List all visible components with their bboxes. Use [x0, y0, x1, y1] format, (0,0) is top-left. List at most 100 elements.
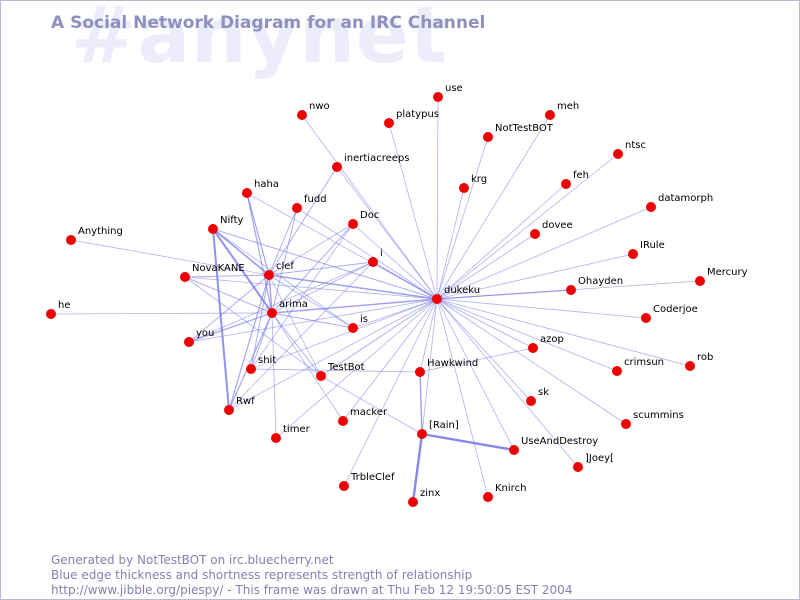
node-novakane: NovaKANE: [180, 263, 245, 282]
edge-dukeku-knirch: [436, 298, 489, 498]
node-label: NovaKANE: [192, 263, 245, 274]
node-dot: [526, 396, 536, 406]
node-label: meh: [557, 101, 579, 112]
node-doc: Doc: [348, 210, 379, 229]
node-dot: [612, 366, 622, 376]
edge-dukeku-nwo: [301, 114, 438, 300]
node-mercury: Mercury: [695, 267, 748, 286]
edge-clef-arima: [268, 274, 273, 314]
node-dot: [297, 110, 307, 120]
node-meh: meh: [545, 101, 579, 120]
node-sk: sk: [526, 387, 549, 406]
node-zinx: zinx: [408, 488, 440, 507]
node-label: Hawkwind: [427, 358, 478, 369]
node-dot: [483, 492, 493, 502]
node-joey: ]Joey[: [573, 453, 614, 472]
edge-dukeku-shit: [250, 298, 438, 370]
node-layer: dukekuclefarimaNiftyRwf[Rain]zinxUseAndD…: [46, 83, 748, 507]
node-nwo: nwo: [297, 101, 330, 120]
edge-arima-novakane: [184, 276, 273, 314]
edge-clef-novakane: [184, 274, 270, 278]
node-dot: [432, 294, 442, 304]
node-shit: shit: [246, 355, 276, 374]
node-coderjoe: Coderjoe: [641, 304, 698, 323]
node-fudd: fudd: [292, 194, 327, 213]
edge-dukeku-arima: [271, 298, 438, 314]
node-label: Rwf: [236, 396, 255, 407]
node-label: krg: [471, 174, 487, 185]
edge-dukeku-timer: [275, 298, 438, 439]
node-label: TestBot: [327, 362, 365, 373]
node-use: use: [433, 83, 463, 102]
node-dot: [292, 203, 302, 213]
node-label: Nifty: [220, 215, 244, 226]
node-dot: [224, 405, 234, 415]
edge-dukeku-doc: [352, 223, 438, 300]
edge-arima-he: [50, 312, 273, 315]
node-ntsc: ntsc: [613, 140, 646, 159]
edge-dukeku-datamorph: [436, 206, 652, 300]
node-label: scummins: [633, 410, 684, 421]
node-dot: [46, 309, 56, 319]
node-scummins: scummins: [621, 410, 684, 429]
node-label: clef: [276, 261, 294, 272]
edge-dukeku-is: [352, 298, 438, 329]
node-dot: [408, 497, 418, 507]
edge-dukeku-clef: [268, 274, 438, 300]
node-label: timer: [283, 424, 311, 435]
node-label: i: [380, 248, 383, 259]
node-label: azop: [540, 334, 564, 345]
node-dot: [646, 202, 656, 212]
node-rob: rob: [685, 352, 713, 371]
node-label: Doc: [360, 210, 379, 221]
node-macker: macker: [338, 407, 388, 426]
node-anything: Anything: [66, 226, 123, 245]
node-is: is: [348, 314, 368, 333]
node-label: Knirch: [495, 483, 526, 494]
node-platypus: platypus: [384, 109, 439, 128]
node-dot: [530, 229, 540, 239]
edge-dukeku-scummins: [436, 298, 627, 425]
node-label: dukeku: [444, 285, 480, 296]
node-label: ]Joey[: [585, 453, 614, 464]
node-label: shit: [258, 355, 276, 366]
edge-arima-nifty: [212, 228, 273, 314]
edge-rain-zinx: [411, 433, 424, 503]
edge-clef-haha: [246, 192, 270, 276]
node-label: rob: [697, 352, 713, 363]
edge-arima-you: [188, 312, 273, 343]
edge-dukeku-crimsun: [436, 298, 618, 372]
node-dot: [332, 162, 342, 172]
edge-dukeku-fudd: [296, 207, 438, 300]
edge-dukeku-ntsc: [436, 153, 619, 300]
edge-rain-useanddestroy: [421, 432, 515, 452]
node-label: fudd: [304, 194, 327, 205]
footer-timestamp: http://www.jibble.org/piespy/ - This fra…: [51, 583, 573, 597]
channel-watermark: #anynet: [71, 0, 449, 81]
node-dot: [415, 367, 425, 377]
node-label: Anything: [78, 226, 123, 237]
edge-arima-haha: [246, 192, 273, 314]
edge-dukeku-rwf: [228, 298, 438, 411]
node-dot: [264, 270, 274, 280]
edge-dukeku-testbot: [320, 298, 438, 377]
edge-clef-fudd: [268, 207, 298, 276]
node-label: he: [58, 300, 71, 311]
node-label: [Rain]: [429, 420, 459, 431]
footer-generated-by: Generated by NotTestBOT on irc.bluecherr…: [51, 553, 334, 567]
node-clef: clef: [264, 261, 294, 280]
node-label: use: [445, 83, 463, 94]
node-dot: [641, 313, 651, 323]
edge-layer: [50, 96, 701, 503]
node-hawkwind: Hawkwind: [415, 358, 478, 377]
node-dot: [208, 224, 218, 234]
edge-arima-fudd: [271, 207, 298, 314]
node-label: feh: [573, 170, 589, 181]
node-dot: [509, 445, 519, 455]
node-dot: [271, 433, 281, 443]
node-label: crimsun: [624, 357, 664, 368]
node-testbot: TestBot: [316, 362, 365, 381]
edge-clef-i: [268, 261, 374, 276]
edge-dukeku-rob: [436, 298, 691, 367]
node-label: you: [196, 328, 214, 339]
